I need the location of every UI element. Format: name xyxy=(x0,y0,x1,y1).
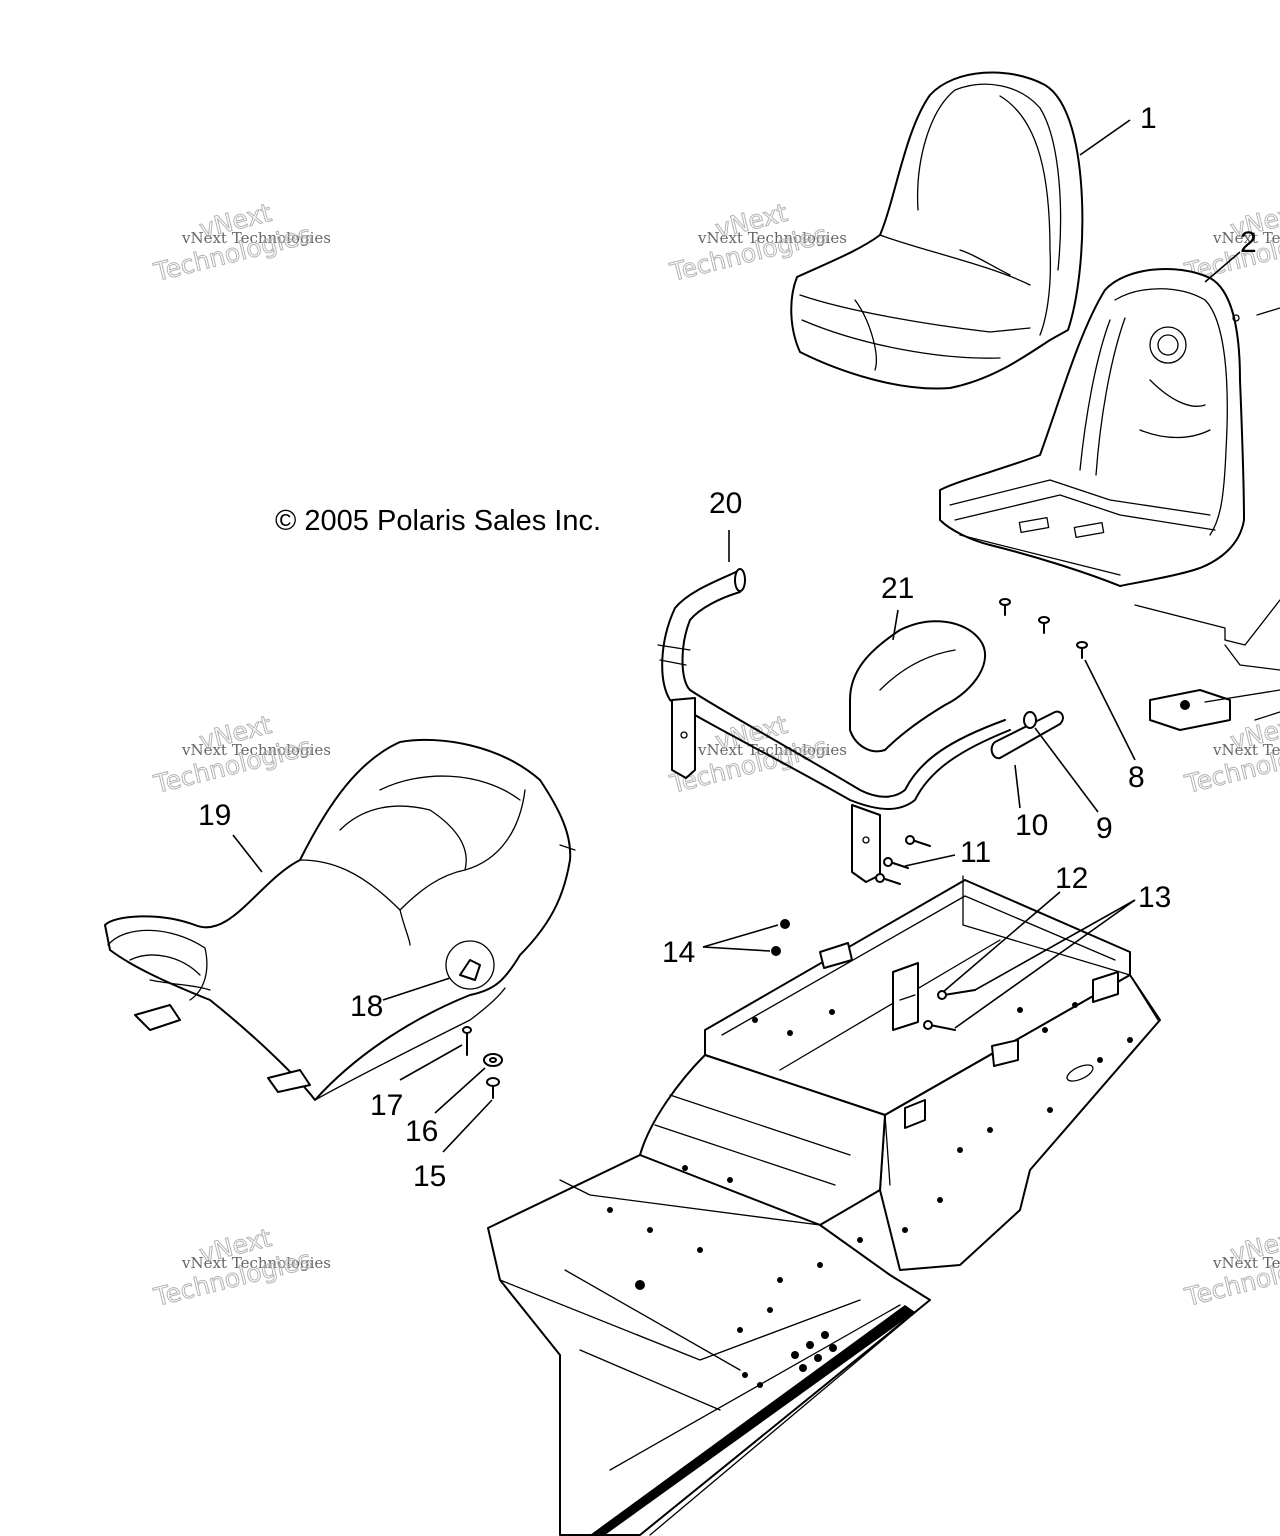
bolts-near-8 xyxy=(999,598,1088,659)
watermark: vNext Technologies vNext Technologies xyxy=(150,1222,331,1312)
callout-2: 2 xyxy=(1240,226,1257,259)
leader-17 xyxy=(399,1044,463,1081)
leader-10 xyxy=(1014,764,1021,809)
leader-9 xyxy=(1034,727,1099,813)
callout-14: 14 xyxy=(662,936,695,969)
callout-17: 17 xyxy=(370,1089,403,1122)
svg-text:vNext Technologies: vNext Technologies xyxy=(697,229,847,247)
leader-15 xyxy=(442,1099,493,1153)
leader-14a xyxy=(702,924,779,948)
callout-18: 18 xyxy=(350,990,383,1023)
copyright-text: © 2005 Polaris Sales Inc. xyxy=(275,505,601,537)
chassis-tunnel xyxy=(487,875,1161,1536)
part-2-seat-shell xyxy=(939,267,1245,587)
watermark: vNext Technologies vNext Technologies xyxy=(150,709,331,799)
chassis-holes xyxy=(607,1002,1133,1388)
leader-12 xyxy=(942,891,1061,993)
callout-11: 11 xyxy=(960,836,991,869)
seat-fasteners xyxy=(462,1026,503,1099)
part-10-roller xyxy=(990,710,1064,760)
svg-text:vNext Technologies: vNext Technologies xyxy=(181,1254,331,1272)
leader-13b xyxy=(954,899,1136,1029)
svg-text:vNext Technologies: vNext Technologies xyxy=(181,229,331,247)
leader-1 xyxy=(1079,119,1131,156)
svg-text:vNext Technologies: vNext Technologies xyxy=(1212,1254,1280,1272)
part-21-pad xyxy=(849,620,986,753)
part-1-backrest-cushion xyxy=(790,71,1084,390)
leader-16 xyxy=(434,1067,486,1114)
leader-2 xyxy=(1204,251,1241,283)
callout-15: 15 xyxy=(413,1160,446,1193)
callout-8: 8 xyxy=(1128,761,1145,794)
part-20-grab-bar xyxy=(657,568,1011,883)
callout-16: 16 xyxy=(405,1115,438,1148)
leader-8 xyxy=(1084,659,1136,761)
callout-1: 1 xyxy=(1140,102,1157,135)
svg-text:vNext Technologies: vNext Technologies xyxy=(1212,741,1280,759)
svg-text:vNext Technologies: vNext Technologies xyxy=(1212,229,1280,247)
callout-21: 21 xyxy=(881,572,914,605)
callout-labels: 1 2 8 9 10 11 12 13 14 15 16 17 18 19 20… xyxy=(198,102,1257,1193)
svg-text:vNext Technologies: vNext Technologies xyxy=(697,741,847,759)
watermark: vNext Technologies vNext Technologies xyxy=(1181,1222,1280,1312)
callout-20: 20 xyxy=(709,487,742,520)
leader-21 xyxy=(892,609,899,641)
callout-12: 12 xyxy=(1055,862,1088,895)
leader-lines xyxy=(232,119,1241,1153)
part-19-seat xyxy=(104,738,576,1101)
leader-11 xyxy=(904,854,956,867)
callout-10: 10 xyxy=(1015,809,1048,842)
right-bracket-parts xyxy=(1134,307,1280,731)
leader-19 xyxy=(232,834,263,873)
part-11-bolts xyxy=(875,835,931,885)
svg-text:vNext Technologies: vNext Technologies xyxy=(181,741,331,759)
callout-13: 13 xyxy=(1138,881,1171,914)
watermark: vNext Technologies vNext Technologies xyxy=(150,197,331,287)
leader-13a xyxy=(974,899,1136,991)
callout-9: 9 xyxy=(1096,812,1113,845)
leader-18 xyxy=(382,977,451,1001)
callout-19: 19 xyxy=(198,799,231,832)
leader-14b xyxy=(702,946,771,952)
